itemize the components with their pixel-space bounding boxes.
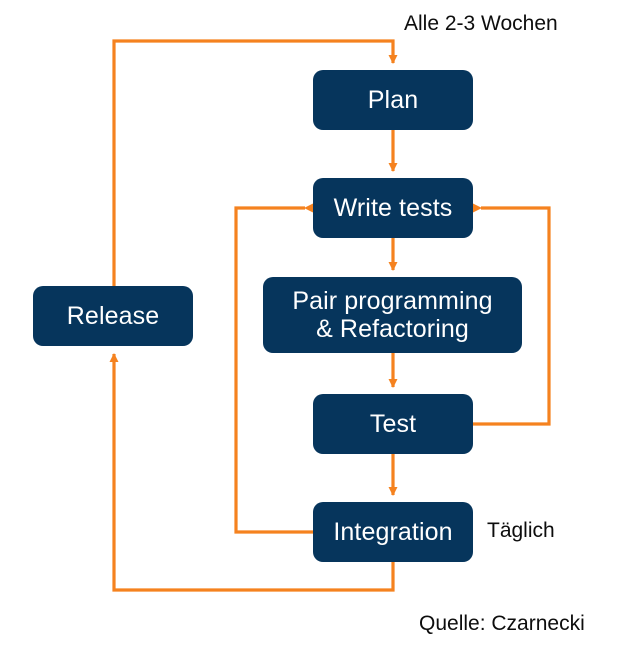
node-pair-programming-refactoring-label: Pair programming & Refactoring [292, 287, 493, 343]
node-release[interactable]: Release [33, 286, 193, 346]
edge-integration-to-release [109, 353, 395, 592]
node-write-tests-label: Write tests [333, 194, 453, 222]
node-test-label: Test [369, 410, 417, 438]
node-integration-label: Integration [333, 518, 453, 546]
edge-integration-to-write-tests [234, 203, 313, 534]
node-plan[interactable]: Plan [313, 70, 473, 130]
caption-integration-frequency: Täglich [487, 519, 555, 542]
edge-release-to-plan [112, 39, 398, 286]
node-integration[interactable]: Integration [313, 502, 473, 562]
edge-test-back-to-write-tests [473, 203, 551, 426]
node-test[interactable]: Test [313, 394, 473, 454]
node-release-label: Release [66, 302, 160, 330]
node-write-tests[interactable]: Write tests [313, 178, 473, 238]
caption-release-cadence: Alle 2-3 Wochen [404, 12, 558, 35]
node-plan-label: Plan [367, 86, 419, 114]
caption-source-attribution: Quelle: Czarnecki [419, 612, 585, 635]
node-pair-programming-refactoring[interactable]: Pair programming & Refactoring [263, 277, 522, 353]
